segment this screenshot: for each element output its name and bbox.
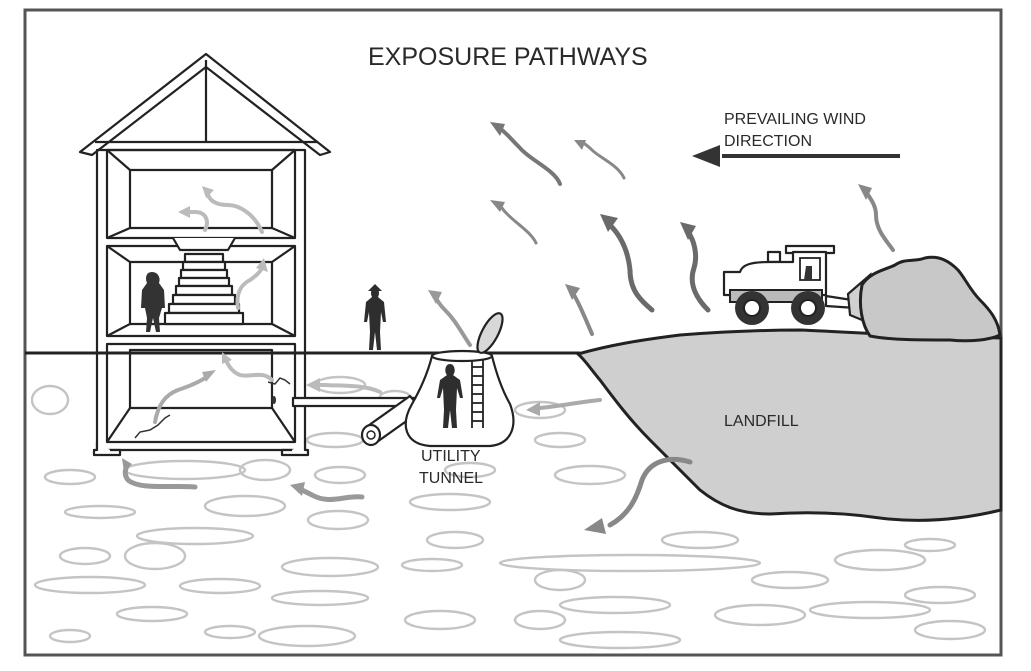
vapor-arrow-icon <box>680 222 711 313</box>
vapor-arrow-icon <box>600 214 655 313</box>
vapor-arrows <box>122 122 895 534</box>
utility-tunnel-label-line1: UTILITY <box>421 448 481 465</box>
soil-pocket <box>558 630 682 650</box>
soil-pocket <box>43 468 97 486</box>
soil-pocket <box>63 504 137 520</box>
vapor-arrow-icon <box>290 482 365 502</box>
soil-pockets <box>30 375 987 650</box>
staircase <box>163 237 245 326</box>
vapor-arrow-icon <box>428 290 472 347</box>
soil-pocket <box>498 553 762 573</box>
person-tunnel-worker-figure <box>437 364 463 428</box>
person-outdoor-figure <box>364 284 386 350</box>
soil-pocket <box>115 605 189 623</box>
soil-pocket <box>203 624 257 640</box>
utility-tunnel <box>404 312 515 448</box>
soil-pocket <box>513 609 567 631</box>
manhole-cover <box>476 312 504 354</box>
soil-pocket <box>833 548 927 572</box>
vapor-arrow-icon <box>858 184 895 252</box>
soil-pocket <box>48 628 92 644</box>
soil-pocket <box>178 577 262 595</box>
stair-step <box>163 311 245 326</box>
vapor-arrow-icon <box>565 284 594 336</box>
vapor-arrow-icon <box>153 370 216 424</box>
soil-pocket <box>280 556 380 578</box>
soil-pocket <box>713 603 807 627</box>
vapor-arrow-icon <box>235 258 268 310</box>
debris-pile <box>858 255 1002 343</box>
stair-step <box>171 293 237 306</box>
vapor-arrow-icon <box>574 140 626 180</box>
bulldozer <box>722 244 872 325</box>
left-arrow-icon <box>692 145 720 167</box>
vapor-arrow-icon <box>306 378 382 394</box>
stair-step <box>174 284 234 297</box>
vapor-arrow-icon <box>490 200 538 245</box>
soil-pocket <box>203 494 287 518</box>
wind-label-line1: PREVAILING WIND <box>724 111 866 128</box>
soil-pocket <box>750 570 830 590</box>
vapor-arrow-icon <box>202 186 264 234</box>
soil-pocket <box>660 530 740 550</box>
soil-pocket <box>443 461 497 479</box>
vapor-arrow-icon <box>222 352 274 382</box>
soil-pocket <box>553 464 627 486</box>
soil-pocket <box>808 600 932 620</box>
ladder <box>471 360 484 428</box>
vapor-arrow-icon <box>490 122 562 186</box>
soil-pocket <box>903 537 957 553</box>
soil-pocket <box>558 595 672 615</box>
vapor-arrow-icon <box>122 458 198 490</box>
soil-pocket <box>30 384 70 416</box>
soil-pocket <box>903 585 977 605</box>
soil-pocket <box>313 465 367 485</box>
soil-pocket <box>400 557 464 573</box>
diagram-title: EXPOSURE PATHWAYS <box>368 43 648 71</box>
soil-pocket <box>270 589 370 607</box>
stair-step <box>183 252 225 264</box>
landfill-label: LANDFILL <box>724 413 799 430</box>
soil-pocket <box>403 609 477 631</box>
wind-label-line2: DIRECTION <box>724 133 812 150</box>
stair-step <box>179 268 229 280</box>
vapor-arrow-icon <box>178 206 209 232</box>
soil-pocket <box>33 575 147 595</box>
house <box>78 52 332 457</box>
soil-pocket <box>135 526 255 546</box>
stair-step <box>181 260 227 272</box>
person-indoor-figure <box>141 272 165 332</box>
utility-tunnel-label-line2: TUNNEL <box>419 470 483 487</box>
soil-pocket <box>306 509 370 531</box>
soil-pocket <box>533 431 587 449</box>
stair-step <box>167 302 241 315</box>
soil-pocket <box>913 619 987 641</box>
landfill-mound <box>574 328 1003 522</box>
soil-pocket <box>238 458 292 482</box>
soil-pocket <box>123 541 187 571</box>
vapor-arrow-icon <box>584 456 693 534</box>
soil-pocket <box>408 492 492 512</box>
wind-direction-arrow <box>692 145 900 167</box>
soil-pocket <box>58 546 112 566</box>
stair-step <box>177 276 231 288</box>
soil-pocket <box>425 530 485 550</box>
soil-pocket <box>257 624 357 648</box>
vapor-arrow-icon <box>526 398 602 416</box>
